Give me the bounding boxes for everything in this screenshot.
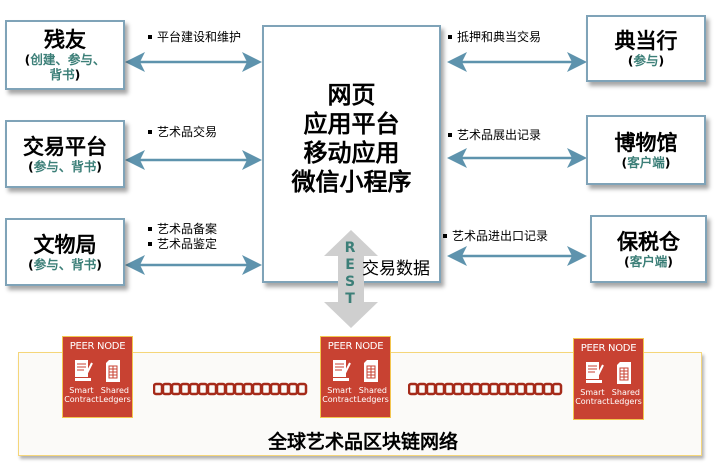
chain-link [296,382,308,396]
chain-link [278,382,290,396]
bullet-icon [148,241,152,246]
chain-link [515,382,527,396]
node-title: 文物局 [33,232,97,257]
link-label: 艺术品备案 [148,222,217,237]
node-roles: (客户端) [624,253,673,269]
center-line: 移动应用 [303,139,400,167]
contract-icon [585,362,604,383]
rest-double-arrow-icon [324,230,378,328]
bullet-icon [148,129,152,134]
node-roles: (参与、背书) [28,256,102,272]
center-line: 应用平台 [303,110,400,138]
link-label: 艺术品交易 [148,125,217,140]
chain-link [251,382,263,396]
chain-link [470,382,482,396]
chain-link [479,382,491,396]
node-title: 博物馆 [614,130,678,155]
chain-link [161,382,173,396]
chain-link [408,382,419,396]
chain-link [524,382,536,396]
node-museum: 博物馆 (客户端) [586,115,706,185]
chain-link [260,382,272,396]
bullet-icon [148,34,152,39]
chain-link [269,382,281,396]
chain-link [443,382,455,396]
center-line: 网页 [327,81,376,109]
ledger-icon [617,362,632,384]
node-title: 交易平台 [23,134,107,159]
trade-data-label: 交易数据 [362,259,430,279]
application-platform-box: 网页 应用平台 移动应用 微信小程序 [262,25,441,283]
node-roles: (客户端) [621,154,671,170]
chain-link [506,382,518,396]
link-label: 抵押和典当交易 [448,30,541,45]
link-label: 平台建设和维护 [148,30,241,45]
bullet-icon [448,34,452,39]
blockchain-network-title: 全球艺术品区块链网络 [267,431,458,453]
chain-link [224,382,236,396]
node-canyou: 残友 (创建、参与、背书) [5,20,125,90]
bullet-icon [148,226,152,231]
chain-link [188,382,200,396]
chain-link [153,382,164,396]
center-line: 微信小程序 [291,168,412,196]
link-label: 艺术品鉴定 [148,237,217,252]
node-title: 保税仓 [617,229,680,254]
chain-link [497,382,509,396]
node-trading-platform: 交易平台 (参与、背书) [5,120,125,188]
contract-icon [74,360,93,381]
chain-link [242,382,254,396]
bullet-icon [448,132,452,137]
chain-link [215,382,227,396]
node-roles: (创建、参与、背书) [24,52,106,82]
bullet-icon [443,233,447,238]
chain-link [551,382,563,396]
chain-link [461,382,473,396]
chain-link [425,382,437,396]
peer-node-title: PEER NODE [580,343,637,354]
contract-icon [332,360,351,381]
chain-link-icon [153,382,308,396]
node-roles: (参与、背书) [28,158,102,174]
chain-link [170,382,182,396]
chain-link [233,382,245,396]
link-label: 艺术品展出记录 [448,128,541,143]
chain-link [206,382,218,396]
ledger-icon [106,360,121,382]
rest-label: R E S T [344,240,356,307]
node-title: 典当行 [614,29,678,53]
node-bonded-warehouse: 保税仓 (客户端) [590,215,707,283]
node-pawnshop: 典当行 (参与) [586,15,706,82]
chain-link [533,382,545,396]
link-label: 艺术品进出口记录 [443,229,548,244]
chain-link [197,382,209,396]
chain-link [416,382,428,396]
chain-link [287,382,299,396]
node-title: 残友 [44,28,86,52]
chain-link [542,382,554,396]
chain-link [488,382,500,396]
node-roles: (参与) [627,53,665,68]
ledger-icon [364,360,379,382]
peer-node-title: PEER NODE [327,341,384,352]
chain-link [452,382,464,396]
chain-link [434,382,446,396]
chain-link-icon [408,382,563,396]
peer-node-title: PEER NODE [69,341,126,352]
chain-link [179,382,191,396]
node-cultural-relics-bureau: 文物局 (参与、背书) [5,218,125,286]
